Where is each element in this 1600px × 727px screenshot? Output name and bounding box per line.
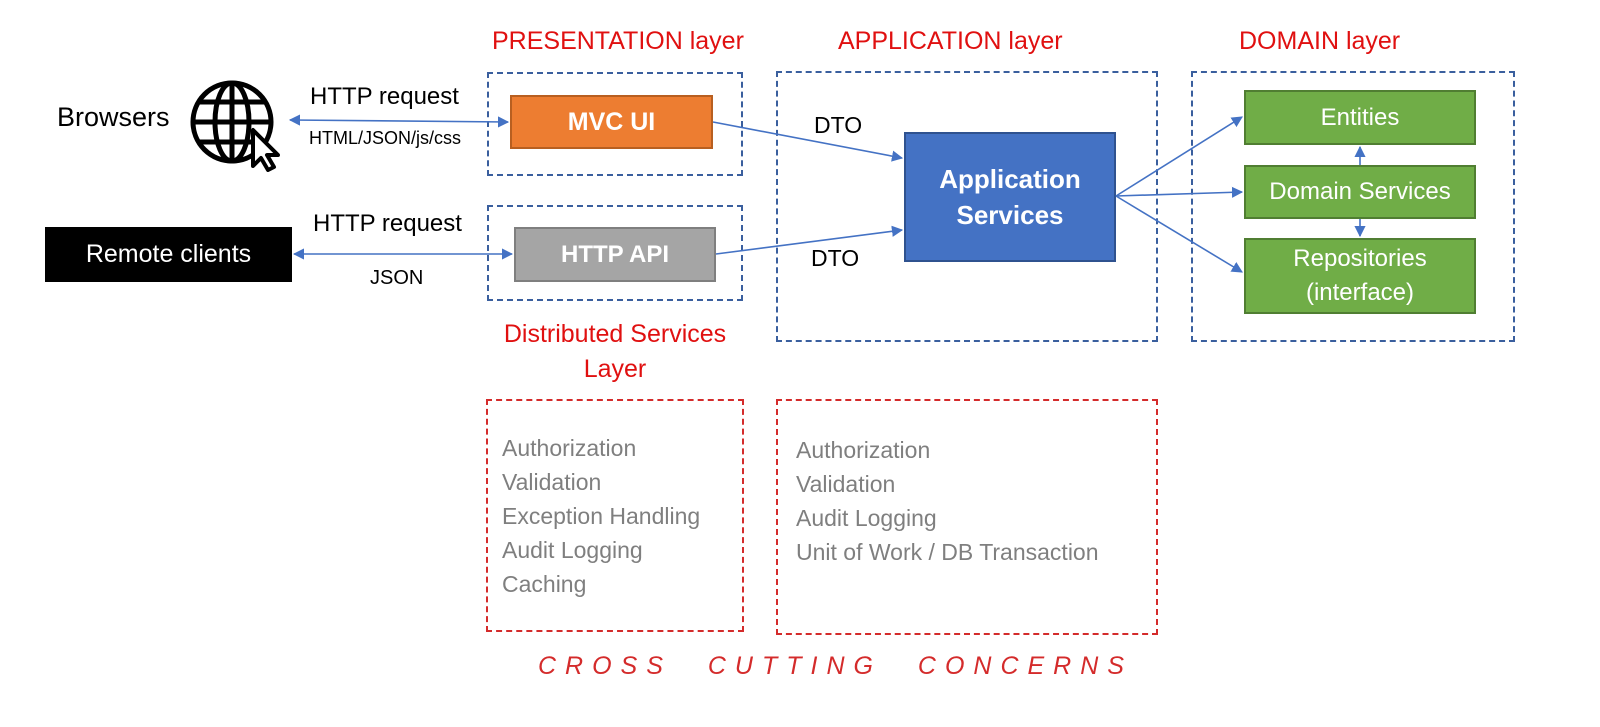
remote-clients-box: Remote clients: [45, 227, 292, 282]
distributed-concerns-list: Authorization Validation Exception Handl…: [502, 431, 700, 601]
cross-cutting-concerns-text: CROSS CUTTING CONCERNS: [538, 652, 1133, 680]
concern-item: Audit Logging: [502, 537, 643, 563]
concern-item: Unit of Work / DB Transaction: [796, 539, 1099, 565]
concern-item: Audit Logging: [796, 505, 937, 531]
globe-cursor-icon: [190, 80, 280, 172]
concern-item: Authorization: [796, 437, 931, 463]
concern-item: Caching: [502, 571, 587, 597]
distributed-services-layer-title: Distributed Services Layer: [487, 317, 743, 387]
domain-services-box: Domain Services: [1244, 165, 1476, 219]
http-request-label-2: HTTP request: [313, 210, 462, 237]
json-label: JSON: [370, 267, 424, 289]
distributed-services-title-line1: Distributed Services: [503, 320, 727, 348]
concern-item: Validation: [502, 469, 602, 495]
concern-item: Exception Handling: [502, 503, 701, 529]
distributed-concerns-box: [486, 399, 744, 632]
entities-box: Entities: [1244, 90, 1476, 145]
cross-cutting-concerns-title: CROSS CUTTING CONCERNS: [538, 652, 1133, 681]
domain-layer-title: DOMAIN layer: [1239, 27, 1401, 55]
concern-item: Authorization: [502, 435, 637, 461]
distributed-services-title-line2: Layer: [583, 355, 647, 383]
browsers-label: Browsers: [57, 102, 170, 132]
presentation-layer-title: PRESENTATION layer: [492, 27, 744, 55]
application-services-line1: Application: [939, 164, 1081, 194]
http-request-label-1: HTTP request: [310, 83, 459, 110]
application-services-box: Application Services: [904, 132, 1116, 262]
repositories-box: Repositories (interface): [1244, 238, 1476, 314]
mvc-ui-box: MVC UI: [510, 95, 713, 149]
http-api-box: HTTP API: [514, 227, 716, 282]
repositories-line1: Repositories: [1293, 245, 1427, 272]
dto-label-2: DTO: [811, 245, 860, 271]
application-layer-title: APPLICATION layer: [838, 27, 1063, 55]
browser-mvc-arrow: [288, 114, 510, 128]
dto-label-1: DTO: [814, 112, 863, 138]
application-concerns-box: [776, 399, 1158, 635]
application-concerns-list: Authorization Validation Audit Logging U…: [796, 433, 1099, 569]
application-services-line2: Services: [956, 200, 1064, 230]
html-json-label: HTML/JSON/js/css: [309, 128, 462, 148]
repositories-line2: (interface): [1305, 279, 1415, 306]
concern-item: Validation: [796, 471, 896, 497]
